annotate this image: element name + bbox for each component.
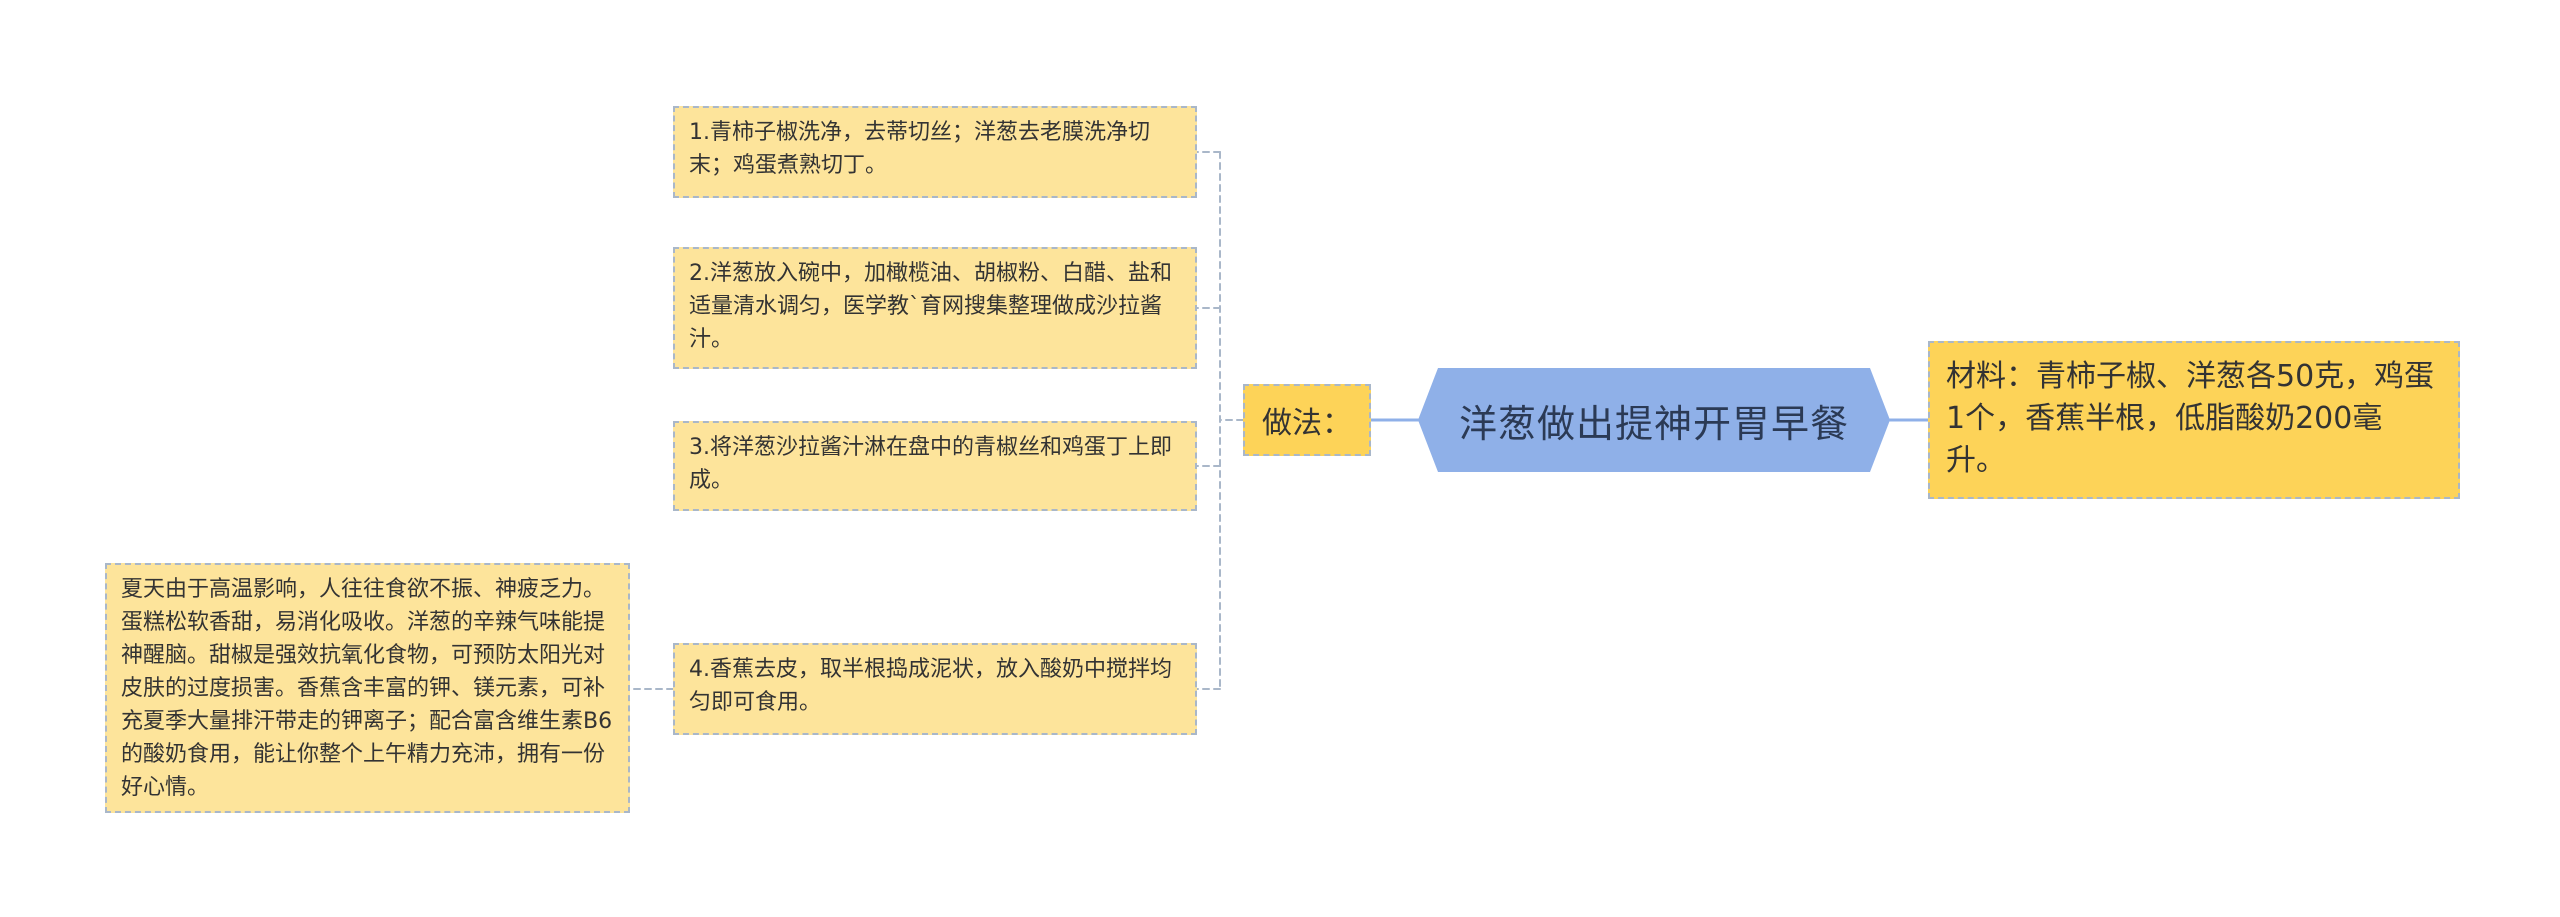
step-node-4[interactable]: 4.香蕉去皮，取半根捣成泥状，放入酸奶中搅拌均匀即可食用。 (673, 643, 1197, 735)
materials-node[interactable]: 材料：青柿子椒、洋葱各50克，鸡蛋1个，香蕉半根，低脂酸奶200毫升。 (1928, 341, 2460, 499)
root-node[interactable]: 洋葱做出提神开胃早餐 (1418, 368, 1890, 472)
step-label-2: 2.洋葱放入碗中，加橄榄油、胡椒粉、白醋、盐和适量清水调匀，医学教`育网搜集整理… (689, 261, 1172, 352)
step-label-3: 3.将洋葱沙拉酱汁淋在盘中的青椒丝和鸡蛋丁上即成。 (689, 435, 1172, 493)
step-label-4: 4.香蕉去皮，取半根捣成泥状，放入酸奶中搅拌均匀即可食用。 (689, 657, 1172, 715)
note-label: 夏天由于高温影响，人往往食欲不振、神疲乏力。蛋糕松软香甜，易消化吸收。洋葱的辛辣… (121, 577, 613, 800)
materials-label: 材料：青柿子椒、洋葱各50克，鸡蛋1个，香蕉半根，低脂酸奶200毫升。 (1946, 359, 2435, 478)
method-label: 做法： (1262, 406, 1352, 441)
note-node[interactable]: 夏天由于高温影响，人往往食欲不振、神疲乏力。蛋糕松软香甜，易消化吸收。洋葱的辛辣… (105, 563, 630, 813)
root-label: 洋葱做出提神开胃早餐 (1458, 401, 1849, 446)
step-node-1[interactable]: 1.青柿子椒洗净，去蒂切丝；洋葱去老膜洗净切末；鸡蛋煮熟切丁。 (673, 106, 1197, 198)
step-node-2[interactable]: 2.洋葱放入碗中，加橄榄油、胡椒粉、白醋、盐和适量清水调匀，医学教`育网搜集整理… (673, 247, 1197, 369)
step-label-1: 1.青柿子椒洗净，去蒂切丝；洋葱去老膜洗净切末；鸡蛋煮熟切丁。 (689, 120, 1150, 178)
step-node-3[interactable]: 3.将洋葱沙拉酱汁淋在盘中的青椒丝和鸡蛋丁上即成。 (673, 421, 1197, 511)
method-node[interactable]: 做法： (1243, 384, 1371, 456)
